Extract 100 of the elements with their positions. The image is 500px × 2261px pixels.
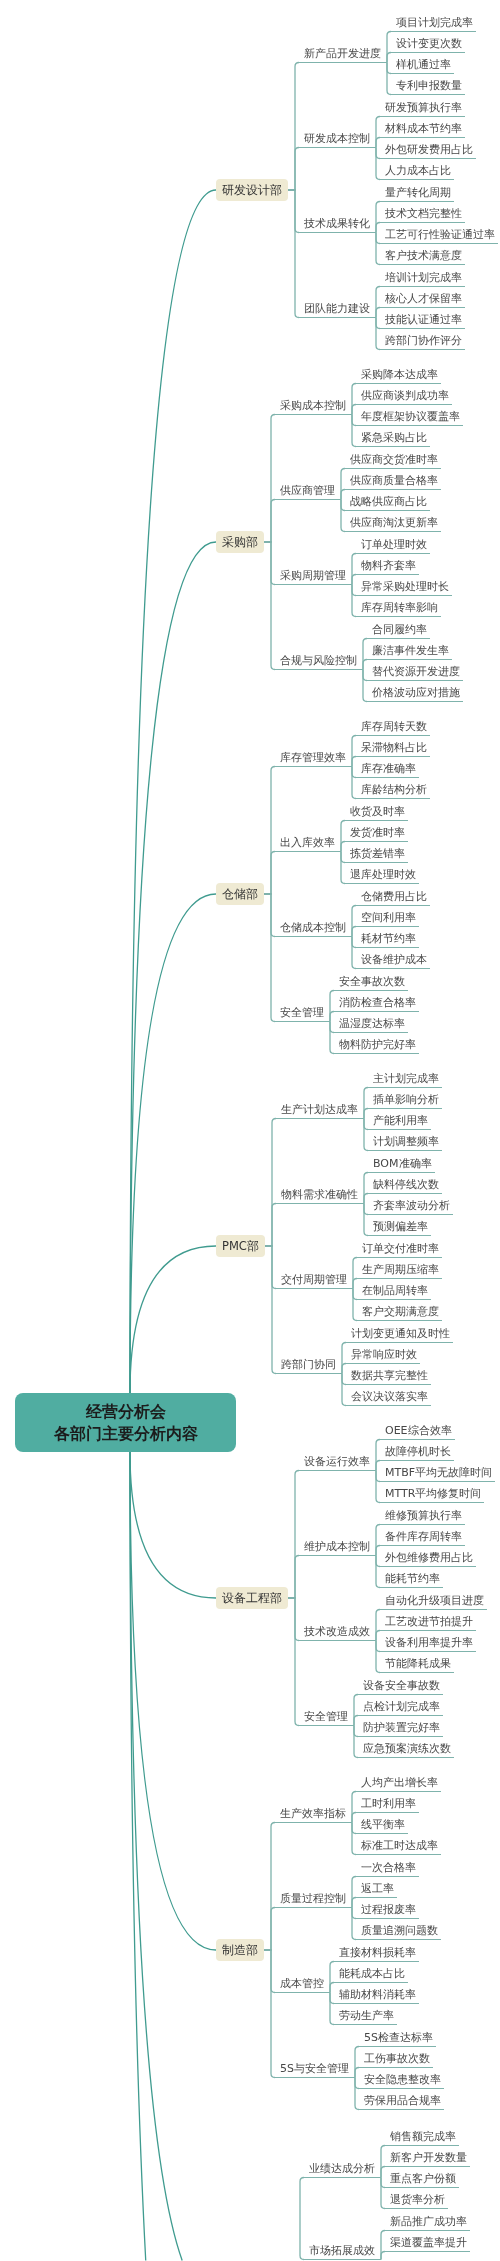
metric-label: 新客户开发数量 <box>385 2151 470 2167</box>
metric-label: 一次合格率 <box>356 1860 419 1877</box>
connector-line <box>341 1372 347 1407</box>
metric-label: OEE综合效率 <box>380 1423 455 1440</box>
metric-label: 库龄结构分析 <box>356 782 430 799</box>
connector-line <box>375 136 381 149</box>
metric-label: 外包研发费用占比 <box>380 142 476 159</box>
metric-label: 订单交付准时率 <box>357 1241 442 1258</box>
metric-label: 渠道覆盖率提升 <box>385 2236 470 2252</box>
connector-line <box>362 668 368 703</box>
metric-label: MTBF平均无故障时间 <box>380 1465 496 1482</box>
metric-label: 齐套率波动分析 <box>368 1198 453 1215</box>
metric-label: 工时利用率 <box>356 1796 419 1813</box>
subtopic-label: 市场拓展成效 <box>304 2244 381 2260</box>
connector-line <box>363 1192 369 1205</box>
metric-label: 预测偏差率 <box>368 1219 431 1236</box>
metric-label: 5S检查达标率 <box>359 2030 436 2047</box>
metric-label: 空间利用率 <box>356 910 419 927</box>
metric-label: 库存周转天数 <box>356 719 430 736</box>
subtopic-label: 仓储成本控制 <box>275 921 352 937</box>
metric-label: 仓储费用占比 <box>356 889 430 906</box>
metric-label: 点检计划完成率 <box>358 1699 443 1716</box>
metric-label: 应急预案演练次数 <box>358 1741 454 1758</box>
metric-label: 能耗成本占比 <box>334 1966 408 1983</box>
metric-label: 供应商淘汰更新率 <box>345 515 441 532</box>
metric-label: 替代资源开发进度 <box>367 664 463 681</box>
metric-label: 异常采购处理时长 <box>356 579 452 596</box>
metric-label: 拣货差错率 <box>345 846 408 863</box>
metric-label: 备件库存周转率 <box>380 1529 465 1546</box>
metric-label: 合同履约率 <box>367 622 430 639</box>
metric-label: 呆滞物料占比 <box>356 740 430 757</box>
subtopic-label: 团队能力建设 <box>299 302 376 318</box>
subtopic-label: 生产计划达成率 <box>276 1103 364 1119</box>
connector-line <box>363 1202 369 1237</box>
metric-label: 设备维护成本 <box>356 952 430 969</box>
subtopic-label: 维护成本控制 <box>299 1540 376 1556</box>
metric-label: 培训计划完成率 <box>380 270 465 287</box>
connector-line <box>375 1459 381 1472</box>
metric-label: 异常响应时效 <box>346 1347 420 1364</box>
connector-line <box>386 61 392 96</box>
metric-label: 安全隐患整改率 <box>359 2072 444 2089</box>
subtopic-label: 质量过程控制 <box>275 1892 352 1908</box>
connector-line <box>351 573 357 586</box>
metric-label: 供应商谈判成功率 <box>356 388 452 405</box>
branch-curve <box>129 1245 217 1394</box>
connector-line <box>351 1821 357 1856</box>
metric-label: 跨部门协作评分 <box>380 333 465 350</box>
connector-line <box>375 1469 381 1504</box>
metric-label: 消防检查合格率 <box>334 995 419 1012</box>
metric-label: 项目计划完成率 <box>391 15 476 32</box>
metric-label: 自动化升级项目进度 <box>380 1593 487 1610</box>
metric-label: 主计划完成率 <box>368 1071 442 1088</box>
metric-label: 廉洁事件发生率 <box>367 643 452 660</box>
metric-label: 收货及时率 <box>345 804 408 821</box>
metric-label: 耗材节约率 <box>356 931 419 948</box>
subtopic-label: 设备运行效率 <box>299 1455 376 1471</box>
metric-label: 在制品周转率 <box>357 1283 431 1300</box>
central-topic-box <box>15 1393 236 1452</box>
connector-line <box>329 1991 335 2026</box>
connector-line <box>352 1277 358 1290</box>
metric-label: 设备利用率提升率 <box>380 1635 476 1652</box>
subtopic-label: 成本管控 <box>275 1977 330 1993</box>
subtopic-label: 合规与风险控制 <box>275 654 363 670</box>
subtopic-label: 物料需求准确性 <box>276 1188 364 1204</box>
subtopic-label: 采购周期管理 <box>275 569 352 585</box>
subtopic-label: 5S与安全管理 <box>275 2062 355 2078</box>
metric-label: 客户技术满意度 <box>380 248 465 265</box>
department-box: 制造部 <box>216 1939 264 1961</box>
subtopic-label: 库存管理效率 <box>275 751 352 767</box>
metric-label: 研发预算执行率 <box>380 100 465 117</box>
metric-label: 能耗节约率 <box>380 1571 443 1588</box>
subtopic-label: 采购成本控制 <box>275 399 352 415</box>
metric-label: 计划变更通知及时性 <box>346 1326 453 1343</box>
central-topic-title: 经营分析会 <box>85 1401 166 1423</box>
subtopic-label: 新产品开发进度 <box>299 47 387 63</box>
metric-label: 客户交期满意度 <box>357 1304 442 1321</box>
metric-label: 发货准时率 <box>345 825 408 842</box>
connector-line <box>375 1629 381 1642</box>
connector-line <box>352 1287 358 1322</box>
connector-line <box>340 488 346 501</box>
metric-label: 数据共享完整性 <box>346 1368 431 1385</box>
metric-label: 专利申报数量 <box>391 78 465 95</box>
metric-label: 价格波动应对措施 <box>367 685 463 702</box>
connector-line <box>329 1020 335 1055</box>
metric-label: 线平衡率 <box>356 1817 408 1834</box>
metric-label: 计划调整频率 <box>368 1134 442 1151</box>
metric-label: 安全事故次数 <box>334 974 408 991</box>
metric-label: 订单处理时效 <box>356 537 430 554</box>
department-box: 设备工程部 <box>216 1587 288 1609</box>
metric-label: 插单影响分析 <box>368 1092 442 1109</box>
metric-label: 辅助材料消耗率 <box>334 1987 419 2004</box>
connector-line <box>363 1117 369 1152</box>
metric-label: 标准工时达成率 <box>356 1838 441 1855</box>
metric-label: 库存准确率 <box>356 761 419 778</box>
metric-label: 重点客户份额 <box>385 2172 459 2188</box>
connector-line <box>386 51 392 64</box>
metric-label: 故障停机时长 <box>380 1444 454 1461</box>
connector-line <box>351 765 357 800</box>
connector-line <box>351 413 357 448</box>
connector-line <box>351 925 357 938</box>
